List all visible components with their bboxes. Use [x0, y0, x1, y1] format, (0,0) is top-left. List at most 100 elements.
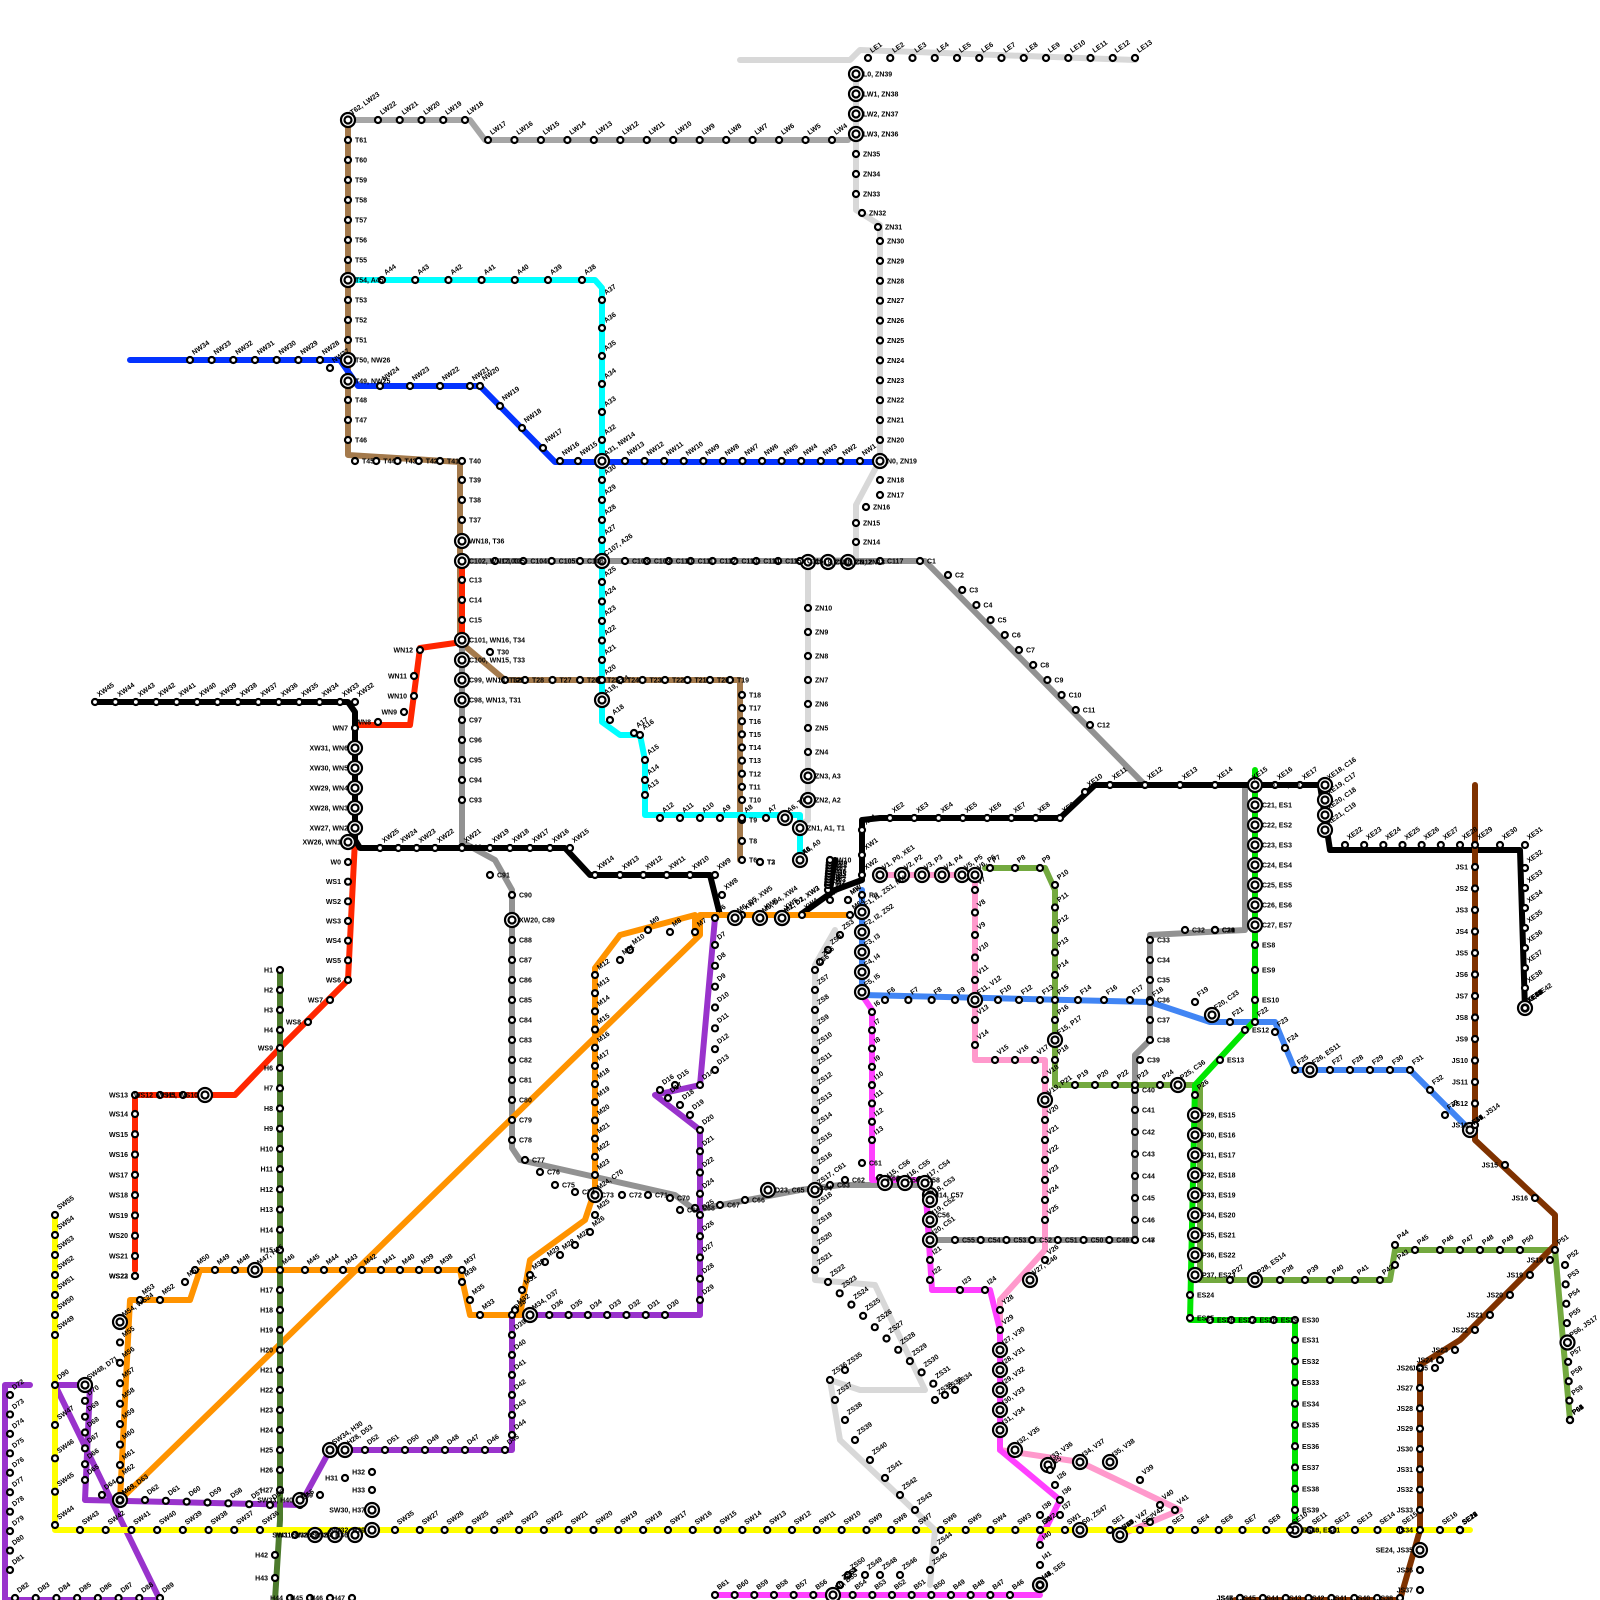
station-stop[interactable]	[277, 1227, 283, 1233]
station-stop[interactable]	[599, 497, 605, 503]
station-stop[interactable]	[277, 1327, 283, 1333]
station-stop[interactable]	[911, 815, 917, 821]
station-stop[interactable]	[927, 1277, 933, 1283]
station-stop[interactable]	[117, 1497, 123, 1503]
station-stop[interactable]	[133, 699, 139, 705]
station-stop[interactable]	[1052, 927, 1058, 933]
station-stop[interactable]	[1187, 1315, 1193, 1321]
station-stop[interactable]	[805, 677, 811, 683]
station-stop[interactable]	[277, 1307, 283, 1313]
station-stop[interactable]	[936, 815, 942, 821]
station-stop[interactable]	[1292, 1358, 1298, 1364]
station-stop[interactable]	[1042, 1077, 1048, 1083]
station-stop[interactable]	[927, 1257, 933, 1263]
station-stop[interactable]	[662, 677, 668, 683]
station-stop[interactable]	[557, 458, 563, 464]
station-stop[interactable]	[1566, 1378, 1572, 1384]
station-stop[interactable]	[681, 458, 687, 464]
station-stop[interactable]	[1081, 1237, 1087, 1243]
station-stop[interactable]	[592, 1027, 598, 1033]
station-stop[interactable]	[277, 1007, 283, 1013]
station-stop[interactable]	[1107, 782, 1113, 788]
station-stop[interactable]	[1072, 1082, 1078, 1088]
station-stop[interactable]	[1417, 1405, 1423, 1411]
station-stop[interactable]	[392, 1527, 398, 1533]
station-stop[interactable]	[1212, 927, 1218, 933]
station-stop[interactable]	[132, 1152, 138, 1158]
station-stop[interactable]	[1302, 1277, 1308, 1283]
station-stop[interactable]	[1132, 1107, 1138, 1113]
station-stop[interactable]	[789, 1527, 795, 1533]
station-stop[interactable]	[677, 1102, 683, 1108]
station-stop[interactable]	[566, 1312, 572, 1318]
station-stop[interactable]	[919, 1369, 925, 1375]
station-stop[interactable]	[1522, 985, 1528, 991]
station-stop[interactable]	[459, 717, 465, 723]
station-stop[interactable]	[687, 1112, 693, 1118]
station-stop[interactable]	[938, 1527, 944, 1533]
station-stop[interactable]	[509, 937, 515, 943]
station-stop[interactable]	[1052, 1482, 1058, 1488]
station-stop[interactable]	[1292, 1337, 1298, 1343]
station-stop[interactable]	[812, 1007, 818, 1013]
station-stop[interactable]	[685, 677, 691, 683]
station-stop[interactable]	[1522, 865, 1528, 871]
station-stop[interactable]	[877, 437, 883, 443]
station-stop[interactable]	[136, 1595, 142, 1600]
station-stop[interactable]	[805, 653, 811, 659]
station-stop[interactable]	[805, 701, 811, 707]
station-stop[interactable]	[482, 1447, 488, 1453]
interchange-station[interactable]	[348, 821, 362, 835]
station-stop[interactable]	[1252, 942, 1258, 948]
interchange-station[interactable]	[1188, 1188, 1202, 1202]
station-stop[interactable]	[640, 677, 646, 683]
station-stop[interactable]	[739, 758, 745, 764]
station-stop[interactable]	[509, 957, 515, 963]
station-stop[interactable]	[522, 1157, 528, 1163]
station-stop[interactable]	[1263, 1527, 1269, 1533]
station-stop[interactable]	[657, 815, 663, 821]
station-stop[interactable]	[805, 605, 811, 611]
station-stop[interactable]	[869, 1119, 875, 1125]
interchange-station[interactable]	[455, 534, 469, 548]
station-stop[interactable]	[1432, 1365, 1438, 1371]
station-stop[interactable]	[509, 892, 515, 898]
station-stop[interactable]	[342, 1475, 348, 1481]
interchange-station[interactable]	[1188, 1268, 1202, 1282]
station-stop[interactable]	[194, 699, 200, 705]
station-stop[interactable]	[1182, 927, 1188, 933]
station-stop[interactable]	[99, 1492, 105, 1498]
station-stop[interactable]	[1106, 1237, 1112, 1243]
station-stop[interactable]	[82, 1477, 88, 1483]
station-stop[interactable]	[117, 1421, 123, 1427]
station-stop[interactable]	[877, 258, 883, 264]
station-stop[interactable]	[812, 1147, 818, 1153]
station-stop[interactable]	[599, 599, 605, 605]
station-stop[interactable]	[640, 872, 646, 878]
station-stop[interactable]	[442, 1447, 448, 1453]
station-stop[interactable]	[352, 699, 358, 705]
station-stop[interactable]	[959, 587, 965, 593]
station-stop[interactable]	[1101, 997, 1107, 1003]
station-stop[interactable]	[759, 458, 765, 464]
station-stop[interactable]	[1352, 1527, 1358, 1533]
station-stop[interactable]	[1062, 1527, 1068, 1533]
station-stop[interactable]	[345, 938, 351, 944]
station-stop[interactable]	[853, 191, 859, 197]
interchange-station[interactable]	[1188, 1168, 1202, 1182]
station-stop[interactable]	[1012, 865, 1018, 871]
station-stop[interactable]	[972, 955, 978, 961]
station-stop[interactable]	[1547, 1257, 1553, 1263]
station-stop[interactable]	[869, 1046, 875, 1052]
station-stop[interactable]	[345, 417, 351, 423]
station-stop[interactable]	[592, 872, 598, 878]
station-stop[interactable]	[972, 887, 978, 893]
interchange-station[interactable]	[505, 913, 519, 927]
station-stop[interactable]	[1065, 55, 1071, 61]
station-stop[interactable]	[837, 1290, 843, 1296]
interchange-station[interactable]	[348, 761, 362, 775]
station-stop[interactable]	[619, 1192, 625, 1198]
station-stop[interactable]	[462, 1447, 468, 1453]
station-stop[interactable]	[972, 1017, 978, 1023]
station-stop[interactable]	[491, 1527, 497, 1533]
